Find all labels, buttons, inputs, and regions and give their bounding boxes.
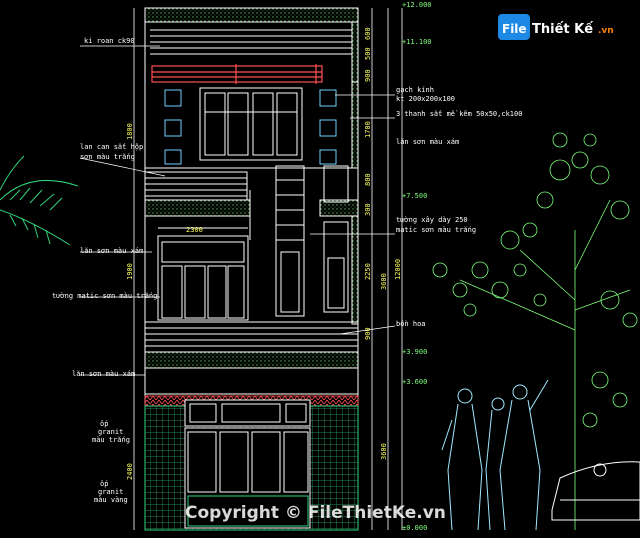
dim-left-2400: 2400 [126,463,134,480]
level-12000: +12.000 [402,1,432,9]
tree-right [432,132,638,530]
dim-top1: 600 [364,27,372,40]
dim-top2: 500 [364,47,372,60]
logo-thietke-text: Thiết Kế [532,22,593,37]
middle-floor [157,215,359,325]
copyright-watermark: Copyright © FileThietKe.vn [185,503,446,523]
watermark-logo: File Thiết Kế .vn [498,14,614,40]
label-bon-hoa: bồn hoa [396,320,426,328]
balcony-lower [144,321,359,395]
logo-tld-text: .vn [598,26,614,36]
car [551,461,640,521]
label-son-xam-1: lăn sơn màu xám [396,138,459,146]
dim-3600b: 3600 [380,443,388,460]
label-op-1c: màu trắng [92,436,130,444]
dimension-texts: 600 500 900 1700 800 300 3600 2250 900 3… [126,27,402,480]
level-3900: +3.900 [402,348,427,356]
level-0000: ±0.000 [402,524,427,532]
label-ki-roan: ki roan ck90 [84,37,135,45]
dim-900a: 900 [364,69,372,82]
logo-box [498,14,530,40]
label-op-2c: màu vàng [94,496,128,504]
level-11100: +11.100 [402,38,432,46]
dim-1700: 1700 [364,121,372,138]
ground-floor [144,399,359,531]
dim-900b: 900 [364,327,372,340]
label-thanh-sat: 3 thanh sắt mề kẽm 50x50,ck100 [396,110,522,118]
level-7500: +7.500 [402,192,427,200]
label-tuong-xay: tường xây dày 250 [396,216,468,224]
dim-3600a: 3600 [380,273,388,290]
leader-lines [79,45,396,376]
dim-2250: 2250 [364,263,372,280]
label-matic: matic sơn màu trắng [396,226,476,234]
dim-800: 800 [364,173,372,186]
palm-tree [0,155,79,246]
label-op-1a: ốp [100,420,108,428]
top-floor [164,81,359,169]
label-op-2b: granit [98,488,123,496]
label-son-xam-3: lăn sơn màu xám [72,370,135,378]
dim-left-1900: 1900 [126,263,134,280]
label-lan-can-2: sơn màu trắng [80,153,135,161]
label-op-2a: ốp [100,480,108,488]
label-tuong-matic: tường matic sơn màu trắng [52,292,157,300]
dim-2300: 2300 [186,226,203,234]
dim-12000: 12000 [394,259,402,280]
dim-left-1800: 1800 [126,123,134,140]
level-3600: +3.600 [402,378,427,386]
label-son-xam-2: lăn sơn màu xám [80,247,143,255]
balcony-upper [144,165,359,317]
label-gach-kinh: gạch kính [396,86,434,94]
label-lan-can-1: lan can sắt hộp [80,143,143,151]
label-op-1b: granit [98,428,123,436]
logo-file-text: File [502,22,527,36]
dim-300: 300 [364,203,372,216]
label-gach-kt: kt 200x200x100 [396,95,455,103]
people-silhouettes [441,379,549,531]
top-red-railing [151,64,323,84]
